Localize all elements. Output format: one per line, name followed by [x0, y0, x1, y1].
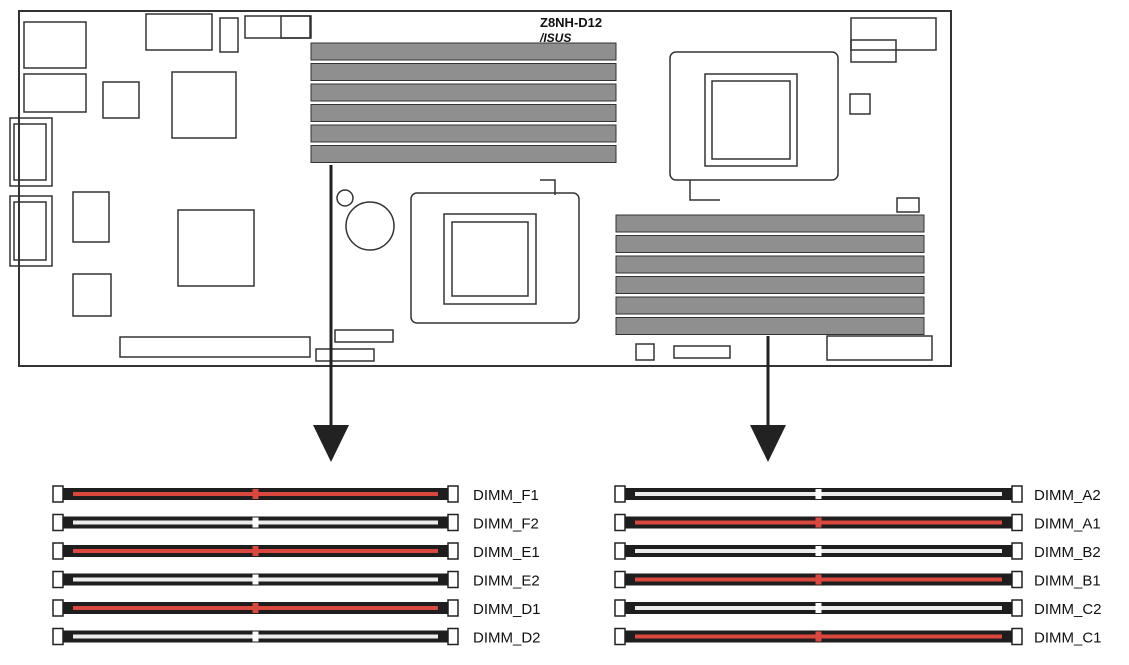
slot-latch-left [52, 627, 64, 646]
board-dimm-slot [615, 214, 925, 233]
slot-key-notch [815, 603, 822, 613]
slot-latch-left [614, 485, 626, 503]
slot-latch-left [614, 513, 626, 532]
dimm-label: DIMM_B2 [1034, 544, 1101, 561]
slot-key-notch [815, 546, 822, 556]
slot-latch-right [1011, 542, 1023, 560]
slot-key-notch [815, 631, 822, 642]
slot-key-notch [815, 574, 822, 585]
dimm-label: DIMM_C1 [1034, 630, 1102, 647]
slot-latch-right [447, 485, 459, 503]
slot-key-notch [252, 546, 259, 556]
slot-latch-right [447, 542, 459, 560]
slot-latch-left [52, 485, 64, 503]
slot-latch-left [614, 570, 626, 589]
dimm-slot-row: DIMM_B1 [614, 570, 1101, 590]
slot-key-notch [252, 631, 259, 642]
dimm-label: DIMM_D1 [473, 601, 541, 618]
slot-key-notch [815, 489, 822, 499]
board-dimm-slot [615, 296, 925, 315]
slot-latch-left [52, 513, 64, 532]
dimm-slot-row: DIMM_A2 [614, 485, 1101, 504]
slot-latch-left [52, 599, 64, 617]
slot-key-notch [252, 574, 259, 585]
board-dimm-slot [615, 235, 925, 253]
slot-latch-right [447, 627, 459, 646]
dimm-slot-row: DIMM_C2 [614, 599, 1102, 618]
dimm-label: DIMM_D2 [473, 630, 541, 647]
slot-latch-right [1011, 513, 1023, 532]
slot-latch-left [52, 570, 64, 589]
dimm-slot-row: DIMM_F2 [52, 513, 539, 533]
slot-latch-left [614, 542, 626, 560]
rear-io-connectors [9, 13, 937, 362]
slot-key-notch [815, 517, 822, 528]
dimm-label: DIMM_A1 [1034, 516, 1101, 533]
dimm-slot-row: DIMM_E1 [52, 542, 540, 561]
board-model-label: Z8NH-D12 [540, 15, 602, 30]
board-dimm-slot [310, 42, 617, 61]
brand-logo-text: /ISUS [539, 31, 571, 45]
slot-key-notch [252, 603, 259, 613]
board-dimm-slot [615, 255, 925, 274]
board-dimm-slot [310, 124, 617, 143]
slot-latch-right [1011, 485, 1023, 503]
dimm-slot-row: DIMM_D2 [52, 627, 541, 647]
dimm-label: DIMM_F1 [473, 487, 539, 504]
board-dimm-group-right [615, 214, 925, 335]
slot-latch-right [447, 513, 459, 532]
slot-latch-right [1011, 570, 1023, 589]
dimm-slot-row: DIMM_E2 [52, 570, 540, 590]
board-dimm-group-left [310, 42, 617, 163]
dimm-label: DIMM_E2 [473, 573, 540, 590]
dimm-label: DIMM_E1 [473, 544, 540, 561]
dimm-label: DIMM_B1 [1034, 573, 1101, 590]
dimm-slot-row: DIMM_C1 [614, 627, 1102, 647]
dimm-label: DIMM_C2 [1034, 601, 1102, 618]
dimm-label: DIMM_F2 [473, 516, 539, 533]
slot-latch-left [52, 542, 64, 560]
slot-latch-left [614, 599, 626, 617]
board-dimm-slot [310, 145, 617, 163]
dimm-slot-row: DIMM_D1 [52, 599, 541, 618]
slot-key-notch [252, 489, 259, 499]
cpu-socket-1 [669, 51, 839, 201]
slot-latch-right [447, 599, 459, 617]
board-dimm-slot [615, 276, 925, 294]
slot-latch-right [1011, 627, 1023, 646]
slot-latch-right [1011, 599, 1023, 617]
dimm-detail-right: DIMM_A2DIMM_A1DIMM_B2DIMM_B1DIMM_C2DIMM_… [614, 485, 1102, 647]
cpu-socket-2 [410, 179, 580, 324]
arrow-left [313, 165, 349, 462]
slot-key-notch [252, 517, 259, 528]
dimm-slot-row: DIMM_F1 [52, 485, 539, 504]
board-dimm-slot [310, 63, 617, 81]
dimm-slot-row: DIMM_A1 [614, 513, 1101, 533]
dimm-detail-left: DIMM_F1DIMM_F2DIMM_E1DIMM_E2DIMM_D1DIMM_… [52, 485, 541, 647]
board-dimm-slot [615, 317, 925, 335]
dimm-label: DIMM_A2 [1034, 487, 1101, 504]
slot-latch-right [447, 570, 459, 589]
dimm-slot-row: DIMM_B2 [614, 542, 1101, 561]
slot-latch-left [614, 627, 626, 646]
board-dimm-slot [310, 104, 617, 122]
arrow-right [750, 336, 786, 462]
board-dimm-slot [310, 83, 617, 102]
